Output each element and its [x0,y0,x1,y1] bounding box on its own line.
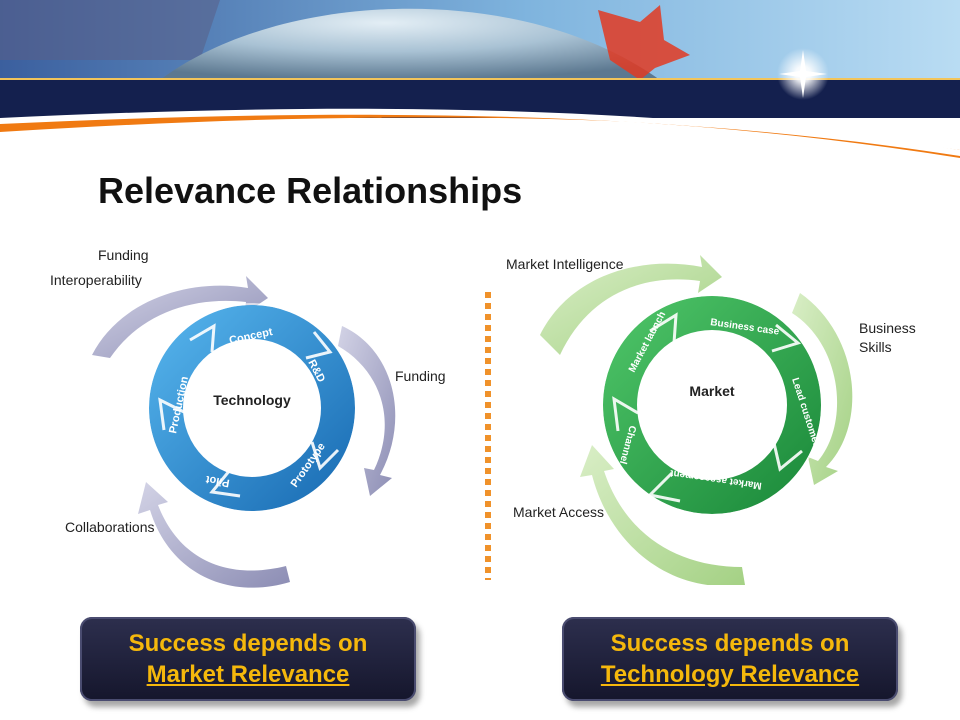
outer-arrow-right [792,293,853,485]
tech-label-funding-top: Funding [98,247,149,263]
callout-left-line2: Market Relevance [146,661,350,688]
market-label-intelligence: Market Intelligence [506,256,624,272]
market-label-access: Market Access [513,504,605,520]
callout-left-line1: Success depends on [128,630,368,657]
technology-cycle-diagram: Concept R&D Prototype Pilot Production T… [92,276,396,588]
callout-right-line1: Success depends on [610,630,850,657]
tech-label-collaborations: Collaborations [65,519,155,535]
outer-arrow-right [338,326,396,496]
header-banner [0,0,960,158]
technology-center-label: Technology [213,392,291,408]
earth-horizon [160,8,660,80]
tech-label-funding-right: Funding [395,368,446,384]
outer-arrow-bottom [138,482,290,588]
market-label-business-skills: Business Skills [859,320,916,355]
segment-label-pilot: Pilot [205,473,231,489]
market-ring [603,296,821,514]
callout-market-relevance: Success depends on Market Relevance [80,617,416,701]
periodic-table-strip [0,0,220,60]
outer-arrow-top [540,255,722,355]
callout-technology-relevance: Success depends on Technology Relevance [562,617,898,701]
market-cycle-diagram: Business case Lead customer Market asses… [540,255,853,585]
vertical-divider [485,292,491,580]
callout-right-line2: Technology Relevance [600,661,860,688]
red-burst [598,5,690,80]
market-center-label: Market [689,383,734,399]
outer-arrow-top [92,276,268,358]
technology-ring [149,305,355,511]
tech-label-interoperability: Interoperability [50,272,142,288]
outer-arrow-bottom [580,445,745,585]
page-title: Relevance Relationships [98,170,523,211]
